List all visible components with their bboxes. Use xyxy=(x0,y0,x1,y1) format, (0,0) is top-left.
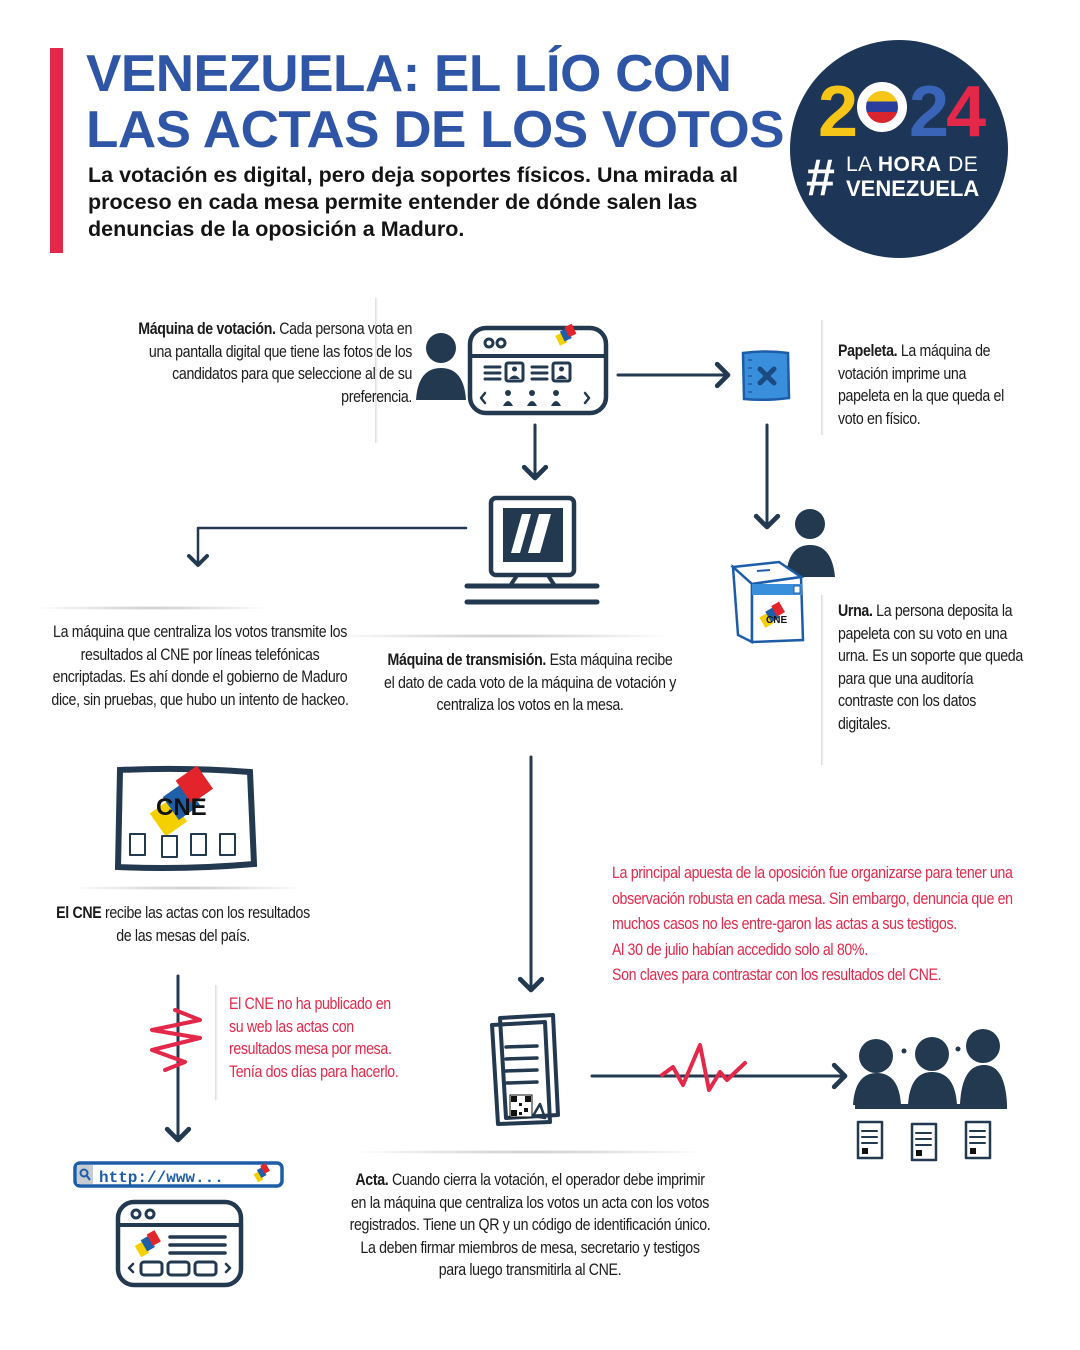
qr-code-icon xyxy=(509,1094,533,1118)
cne-logo-text: CNE xyxy=(156,794,207,821)
step-maquina-transmision: Máquina de transmisión. Esta máquina rec… xyxy=(384,651,676,714)
svg-text:CNE: CNE xyxy=(766,615,787,626)
broken-link-zigzag-icon xyxy=(150,1008,202,1072)
divider-vertical xyxy=(821,595,824,765)
person-at-ballot-box-icon xyxy=(786,509,835,577)
hashtag-icon: # xyxy=(806,149,835,207)
step-maquina-votacion: Máquina de votación. Cada persona vota e… xyxy=(138,320,413,406)
url-bar-icon: http://www... xyxy=(73,1161,284,1188)
logo-line-2: VENEZUELA xyxy=(846,176,980,201)
witnesses-group-icon xyxy=(853,1029,1007,1162)
signal-zigzag-icon xyxy=(660,1043,747,1092)
ballot-paper-icon xyxy=(741,350,791,402)
step-papeleta: Papeleta. La máquina de votación imprime… xyxy=(838,342,1004,428)
divider-vertical xyxy=(375,298,378,443)
note-oposicion: La principal apuesta de la oposición fue… xyxy=(612,864,1013,984)
ballot-box-icon: CNE xyxy=(730,560,805,645)
step-urna: Urna. La persona deposita la papeleta co… xyxy=(838,602,1023,733)
transmission-machine-icon xyxy=(464,495,600,605)
accent-bar xyxy=(50,48,63,253)
title-line-1: VENEZUELA: EL LÍO CON xyxy=(86,45,732,103)
arrow-to-cne-transmission xyxy=(187,526,468,567)
page-title: VENEZUELA: EL LÍO CON LAS ACTAS DE LOS V… xyxy=(86,46,800,158)
divider-vertical xyxy=(215,985,218,1100)
subtitle: La votación es digital, pero deja soport… xyxy=(88,163,738,241)
voter-person-icon xyxy=(416,333,466,400)
venezuela-flag-icon xyxy=(857,82,908,132)
divider-horizontal xyxy=(335,634,665,638)
divider-horizontal xyxy=(40,606,265,610)
url-text: http://www... xyxy=(99,1169,224,1187)
note-cne-web: El CNE no ha publicado en su web las act… xyxy=(229,995,399,1081)
voting-machine-icon xyxy=(467,323,609,416)
divider-horizontal xyxy=(360,1150,700,1154)
divider-horizontal xyxy=(75,886,300,890)
logo-line-1: LA HORA DE xyxy=(846,153,979,176)
cne-website-icon xyxy=(115,1199,244,1288)
cne-board-icon: CNE xyxy=(114,765,258,871)
acta-document-icon xyxy=(490,1013,560,1126)
step-acta: Acta. Cuando cierra la votación, el oper… xyxy=(349,1171,711,1279)
step-cne: El CNE recibe las actas con los resultad… xyxy=(56,904,310,945)
title-line-2: LAS ACTAS DE LOS VOTOS xyxy=(86,101,785,159)
step-transmite-cne: La máquina que centraliza los votos tran… xyxy=(51,623,349,709)
divider-vertical xyxy=(821,320,824,435)
